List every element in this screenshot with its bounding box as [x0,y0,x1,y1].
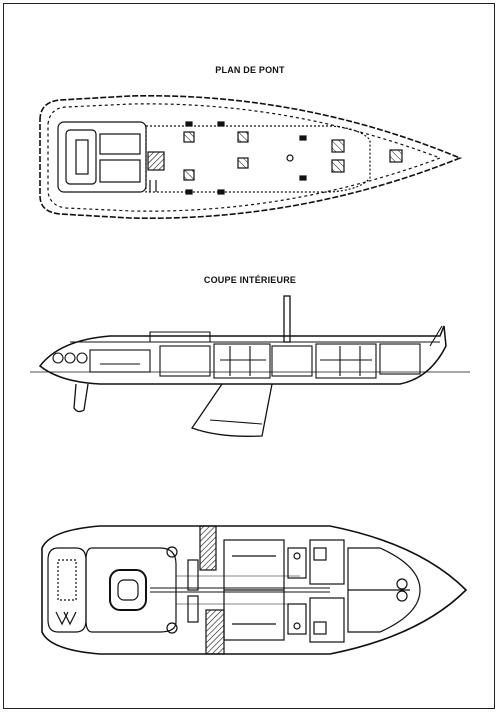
keel [190,383,273,437]
bulkhead-hatched-2 [205,609,225,655]
cockpit [57,121,147,193]
hatch-2 [183,169,195,181]
interior-layout-drawing [41,525,468,655]
anchor-locker [396,578,408,590]
layout-hull-outline [41,525,468,655]
mast-stub [283,295,291,343]
cabin-starboard [309,597,345,643]
deck-plan-drawing [39,94,463,220]
interior-section-title: COUPE INTÉRIEURE [203,275,297,285]
mast-step [286,154,294,162]
cockpit-seats [85,547,177,633]
deck-plan-title: PLAN DE PONT [215,65,285,75]
deck-hull-outline [39,94,463,220]
cabin-port [309,539,345,585]
coachroof [145,125,371,193]
deck-toerail [47,103,442,212]
hatch-1 [183,131,195,143]
rudder [73,383,89,413]
bulkhead-hatched-1 [199,525,217,571]
forward-cabin [347,547,421,633]
drawing-sheet [3,3,495,709]
heads-1 [287,547,307,579]
interior-section-drawing [30,295,470,437]
hatch-6 [331,159,345,173]
hatch-3 [237,131,249,143]
hatch-4 [237,157,249,169]
hatch-black [147,151,165,171]
section-hull-profile [38,325,447,385]
hatch-7 [389,149,403,163]
hatch-5 [331,139,345,153]
